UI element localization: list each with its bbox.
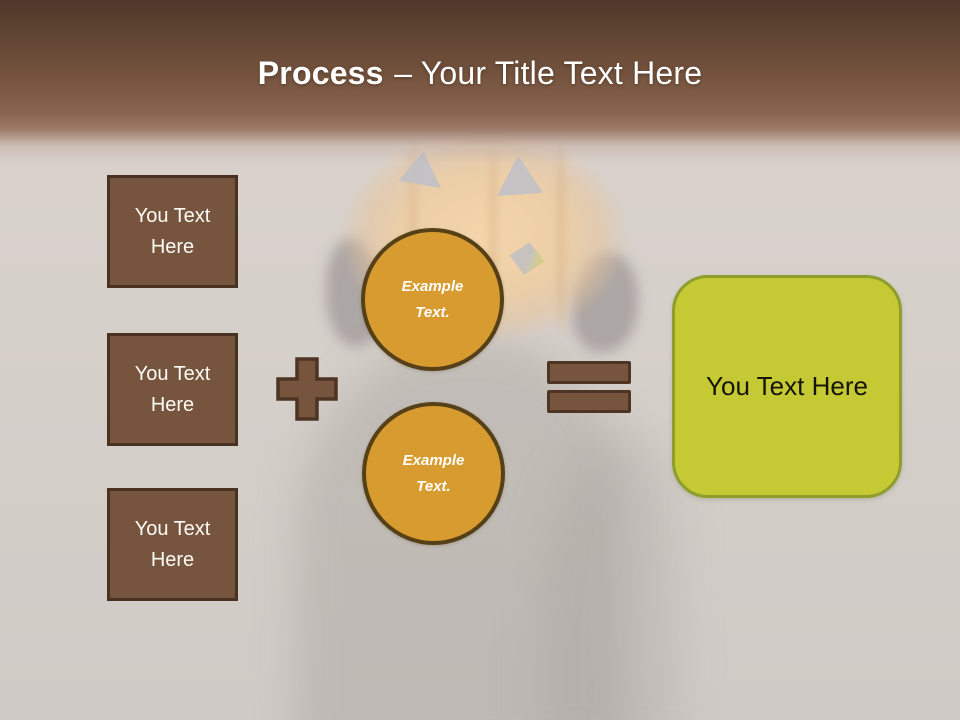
input-box-3: You Text Here [107, 488, 238, 601]
example-circle-2-line1: Example [402, 452, 465, 469]
result-box: You Text Here [672, 275, 902, 498]
slide-title-emphasis: Process [257, 55, 384, 91]
input-box-2: You Text Here [107, 333, 238, 446]
input-box-1-label: You Text Here [134, 204, 211, 258]
example-circle-1: Example Text. [361, 228, 504, 371]
example-circle-2: Example Text. [362, 402, 505, 545]
header-band: Process – Your Title Text Here [0, 0, 960, 164]
input-box-1: You Text Here [107, 175, 238, 288]
example-circle-2-line2: Text. [416, 477, 451, 495]
slide-title-rest: – Your Title Text Here [394, 55, 703, 91]
example-circle-1-line2: Text. [415, 303, 450, 321]
example-circle-1-line1: Example [401, 278, 464, 295]
pumpkin-ridge [556, 138, 566, 334]
plus-icon [276, 357, 338, 421]
input-box-2-label: You Text Here [134, 362, 211, 416]
pumpkin-ridge [488, 138, 498, 334]
equals-top-bar [547, 361, 631, 384]
slide-title: Process – Your Title Text Here [0, 0, 960, 92]
result-box-label: You Text Here [706, 371, 868, 401]
equals-bottom-bar [547, 390, 631, 413]
equals-icon [547, 361, 631, 413]
input-box-3-label: You Text Here [134, 517, 211, 571]
